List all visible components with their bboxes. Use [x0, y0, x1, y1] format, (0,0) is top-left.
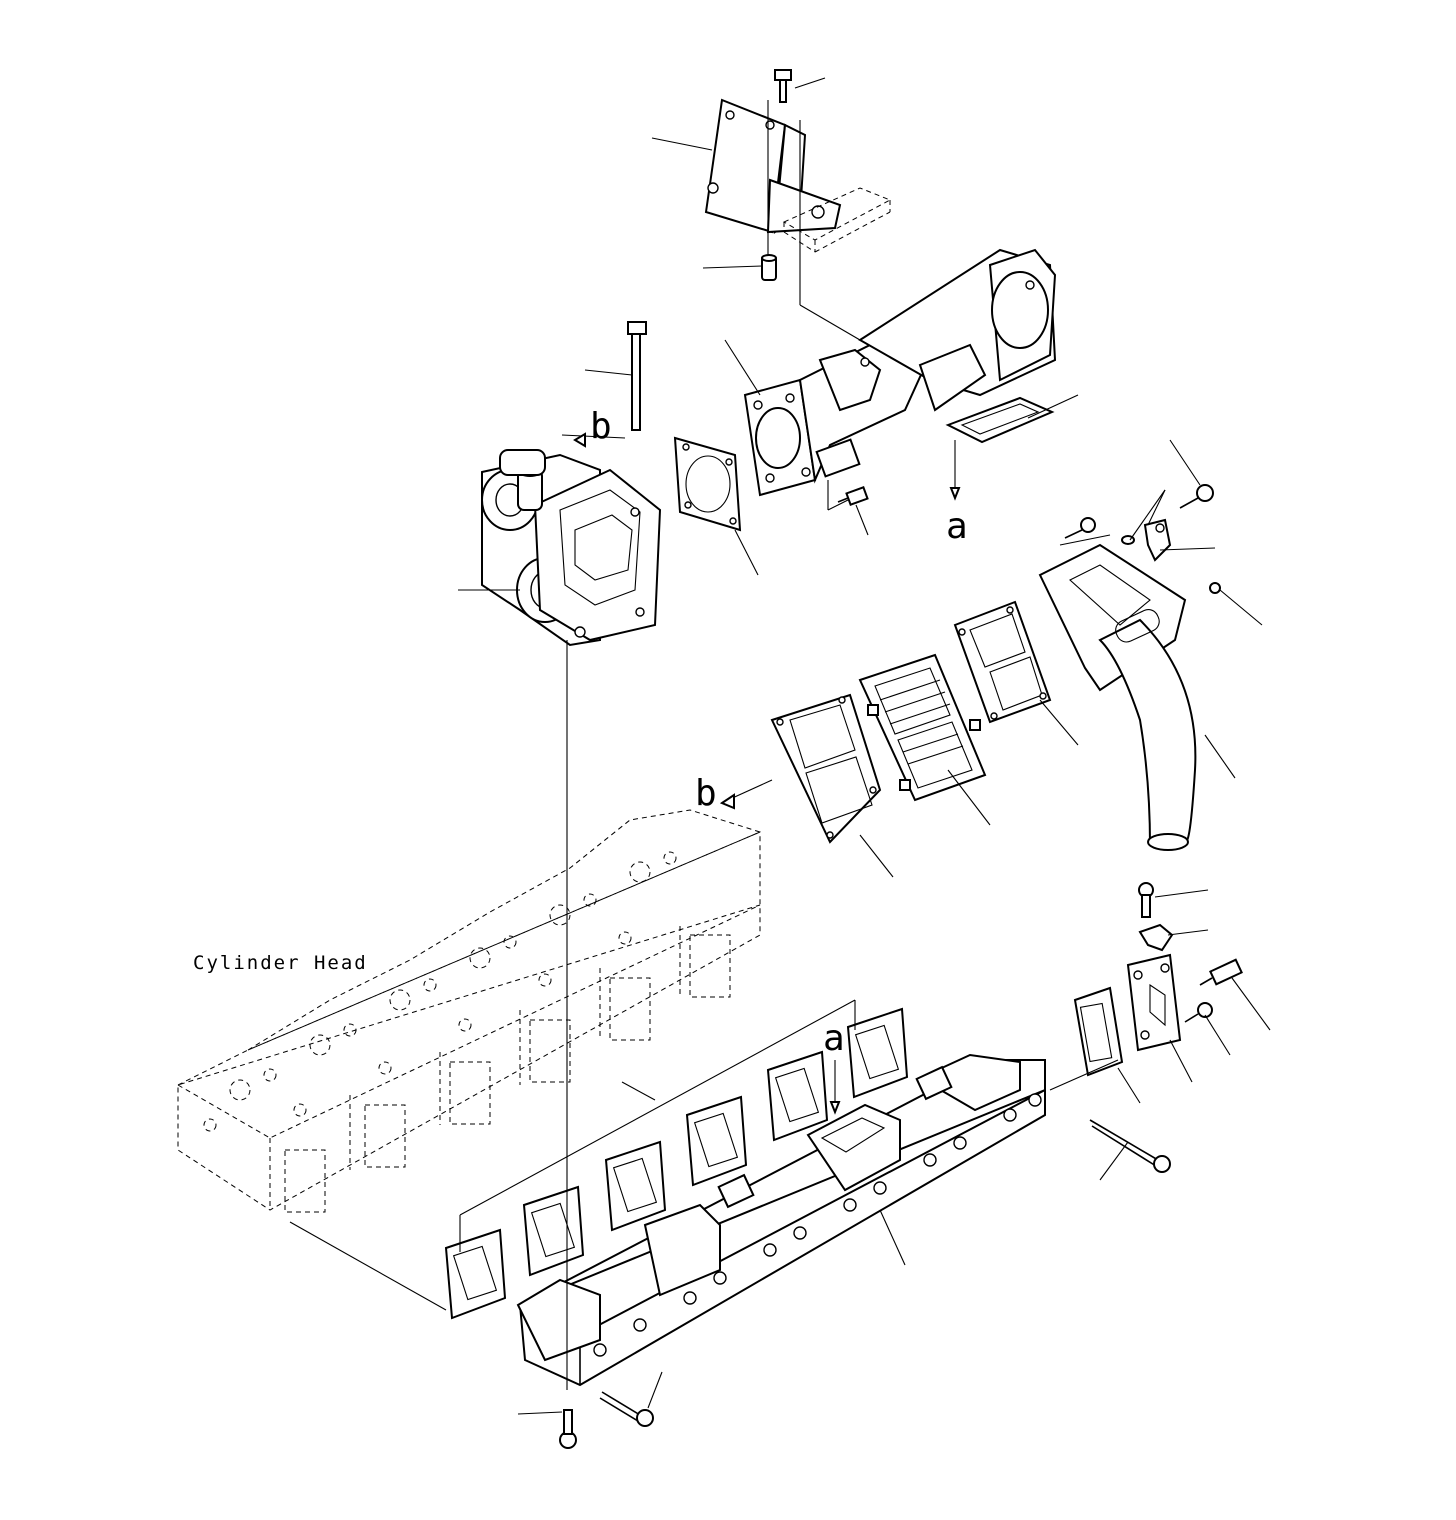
housing-gasket-square [945, 396, 1055, 444]
gasket-elbow-side [953, 600, 1052, 724]
gasket-b-side [770, 693, 882, 844]
sensor-bolt [1184, 1002, 1213, 1023]
end-cover-plate [1126, 953, 1182, 1052]
cover-spacer [761, 254, 777, 281]
temperature-sensor [1199, 958, 1243, 986]
manifold-bottom-bolt [559, 1409, 577, 1449]
exhaust-connector-housing [743, 248, 1057, 497]
ref-a-lower-label: a [823, 1018, 845, 1059]
turbocharger [481, 449, 662, 647]
heat-shield-cover [704, 98, 842, 235]
exhaust-manifold [516, 1053, 1046, 1387]
manifold-gaskets [444, 1007, 909, 1320]
leader-lines [458, 77, 1271, 1415]
turbo-inlet-gasket [673, 436, 742, 532]
cover-bolt [774, 69, 792, 103]
manifold-long-bolt [1089, 1119, 1171, 1173]
spacer-block-with-studs [858, 653, 987, 802]
turbo-stud-bolt [627, 321, 647, 431]
cylinder-head-label: Cylinder Head [193, 952, 368, 974]
sensor-clamp [1138, 923, 1174, 952]
end-gasket [1073, 986, 1124, 1077]
exhaust-elbow [1038, 543, 1197, 851]
elbow-clamp [1143, 518, 1172, 562]
elbow-bolt-1 [1064, 517, 1096, 539]
ref-b-lower-label: b [695, 773, 717, 814]
end-plate-bolt [1138, 882, 1154, 918]
cylinder-head-assembly [176, 809, 762, 1213]
ref-a-upper-label: a [946, 506, 968, 547]
elbow-bolt-2 [1179, 484, 1214, 509]
ref-b-upper-label: b [590, 406, 612, 447]
housing-bolt [837, 486, 869, 506]
manifold-angled-bolt [599, 1391, 654, 1427]
elbow-small-bolt [1209, 582, 1221, 594]
reference-lines [289, 100, 1166, 1390]
